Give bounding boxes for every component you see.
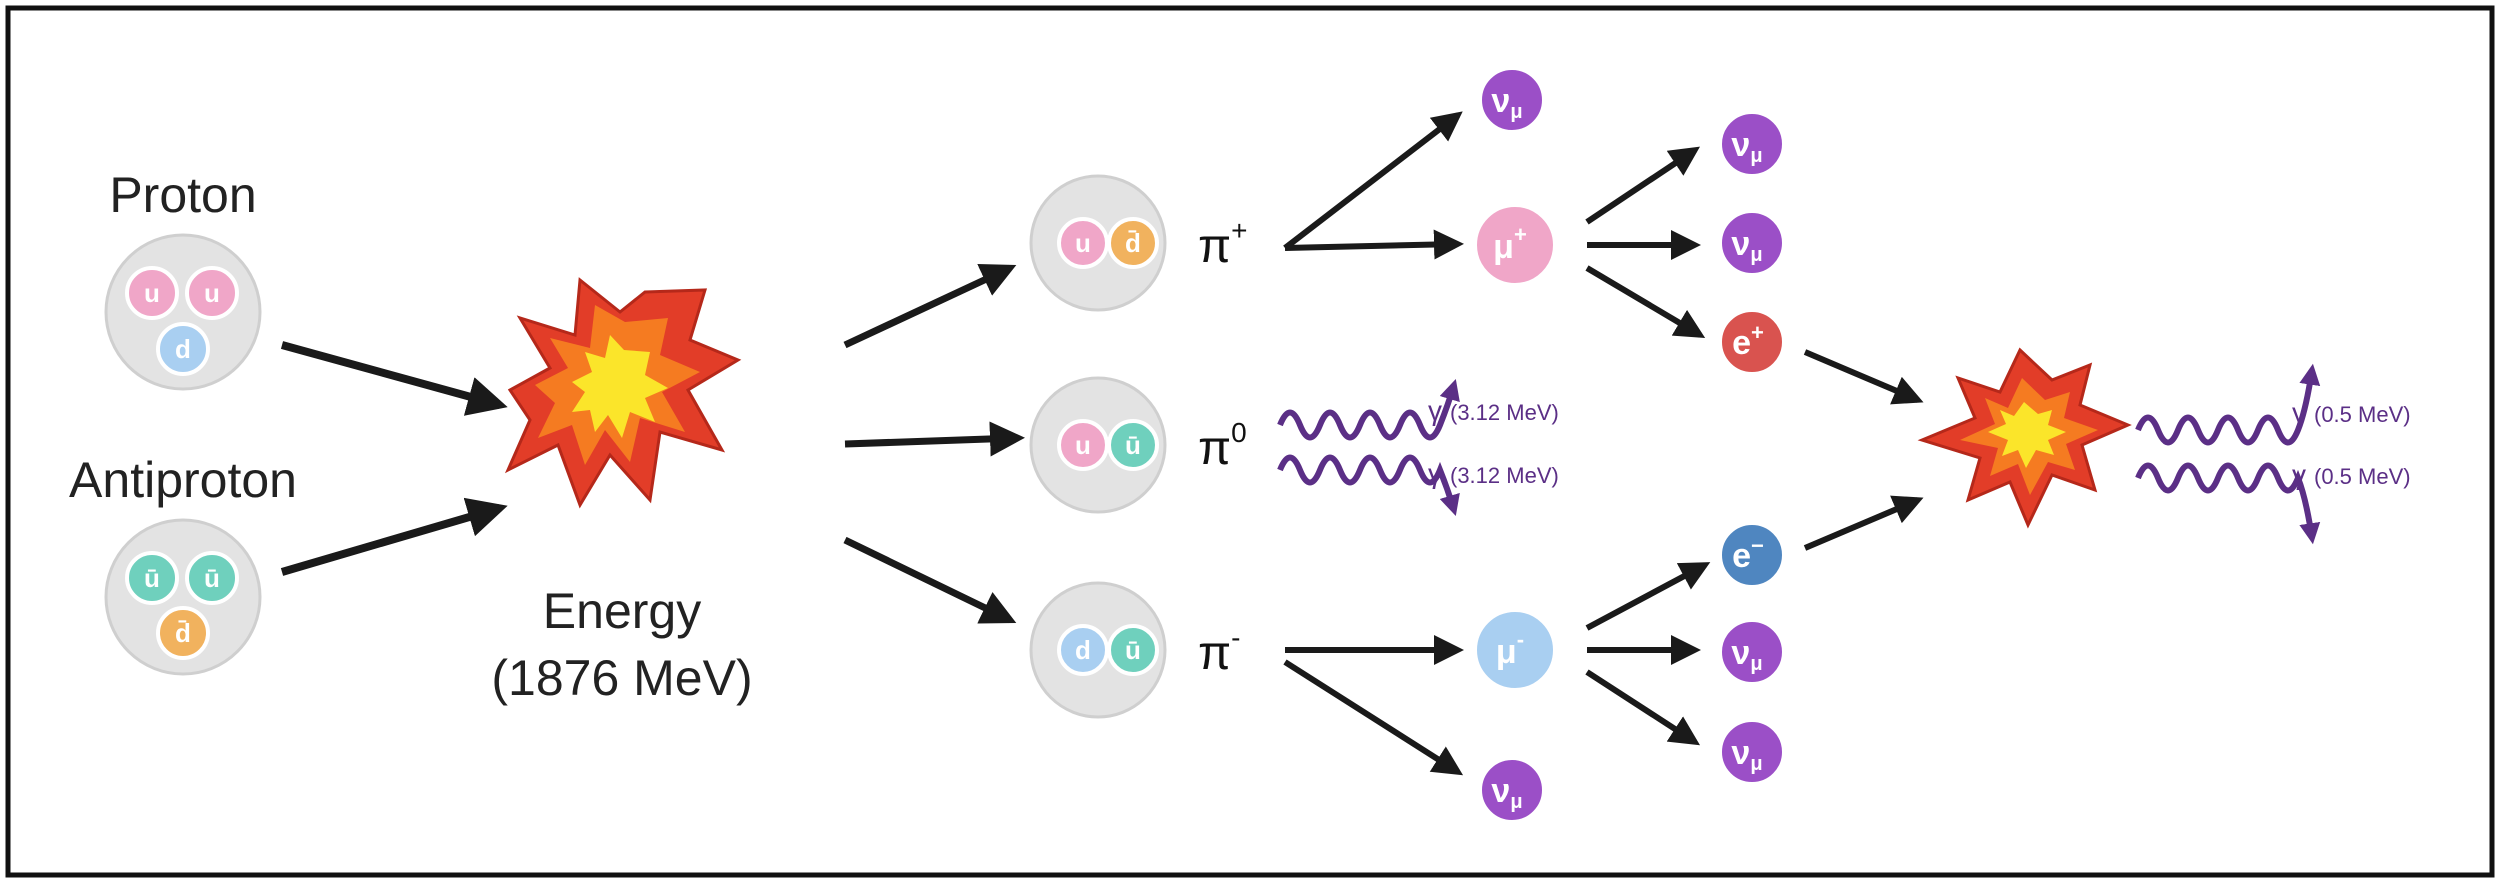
quark-d-bar (1107, 217, 1159, 269)
quark-u: u (125, 266, 179, 320)
quark-d-bar: d̄ (156, 606, 210, 660)
svg-text:νμ: νμ (1491, 772, 1522, 813)
pi-minus-label: π- (1198, 622, 1240, 680)
energy-burst-icon (504, 277, 742, 509)
quark-u-bar-label: ū (1125, 430, 1141, 460)
pi-plus-label: π+ (1198, 215, 1247, 273)
arrow-pi-plus-to-muon (1284, 229, 1464, 260)
muon-plus: μ+ (1473, 203, 1557, 287)
svg-text:νμ: νμ (1731, 126, 1762, 167)
antiproton-hadron: ū ū d̄ (104, 518, 262, 676)
muon-neutrino: νμ (1718, 618, 1786, 686)
muon-neutrino: νμ (1478, 756, 1546, 824)
proton-hadron: u u d (104, 233, 262, 391)
svg-text:ū: ū (204, 563, 220, 593)
photon-wave-icon (1277, 454, 1460, 517)
svg-text:u: u (204, 278, 220, 308)
pi-zero-label: π0 (1198, 417, 1247, 475)
quark-u-bar (1107, 419, 1159, 471)
arrow-energy-to-pi-minus (843, 536, 1017, 624)
diagram-frame (5, 5, 2495, 878)
photon-wave-icon (2135, 462, 2321, 545)
quark-u-bar: ū (125, 551, 179, 605)
muon-neutrino: νμ (1478, 66, 1546, 134)
quark-u-bar-label: ū (1125, 635, 1141, 665)
muon-neutrino: νμ (1718, 718, 1786, 786)
arrow-electron-to-annihilation (1803, 495, 1924, 551)
arrow-energy-to-pi-zero (844, 421, 1025, 457)
arrow-energy-to-pi-plus (843, 263, 1017, 349)
proton-label: Proton (109, 167, 256, 223)
arrow-muon-plus-to-neutrino (1585, 146, 1700, 225)
arrow-muon-plus-to-positron (1585, 265, 1706, 339)
photon-wave-icon (1277, 378, 1460, 441)
arrow-pi-minus-to-neutrino (1283, 659, 1464, 776)
svg-text:νμ: νμ (1731, 634, 1762, 675)
svg-text:νμ: νμ (1491, 82, 1522, 123)
quark-u-bar: ū (185, 551, 239, 605)
svg-text:νμ: νμ (1731, 225, 1762, 266)
arrow-pi-plus-to-neutrino (1283, 111, 1463, 251)
muon-neutrino: νμ (1718, 209, 1786, 277)
svg-text:d̄: d̄ (175, 618, 191, 648)
quark-u-bar (1107, 624, 1159, 676)
electron: e− (1718, 521, 1786, 589)
arrow-positron-to-annihilation (1803, 349, 1924, 405)
gamma-label-annihilation-1: γ(0.5 MeV) (2292, 397, 2411, 428)
quark-d-bar-label: d̄ (1125, 228, 1141, 258)
arrow-antiproton-to-energy (280, 497, 508, 576)
quark-u: u (185, 266, 239, 320)
antiproton-label: Antiproton (69, 452, 297, 508)
gamma-label-pi0-2: γ(3.12 MeV) (1428, 458, 1559, 489)
svg-text:ū: ū (144, 563, 160, 593)
svg-text:e−: e− (1732, 533, 1764, 575)
svg-text:u: u (144, 278, 160, 308)
gamma-label-pi0-1: γ(3.12 MeV) (1428, 395, 1559, 426)
gamma-label-annihilation-2: γ(0.5 MeV) (2292, 459, 2411, 490)
svg-text:νμ: νμ (1731, 734, 1762, 775)
muon-neutrino: νμ (1718, 110, 1786, 178)
arrow-muon-minus-to-neutrino (1585, 669, 1701, 746)
svg-text:e+: e+ (1732, 320, 1764, 362)
svg-text:μ+: μ+ (1493, 222, 1527, 266)
pi-minus-hadron: d ū (1029, 581, 1167, 719)
arrow-muon-minus-to-electron (1585, 562, 1711, 631)
pi-plus-hadron: u d̄ (1029, 174, 1167, 312)
svg-text:d: d (175, 334, 191, 364)
arrow-proton-to-energy (280, 341, 508, 416)
energy-value: (1876 MeV) (491, 650, 752, 706)
positron: e+ (1718, 308, 1786, 376)
quark-d: d (156, 322, 210, 376)
annihilation-burst-icon (1917, 347, 2132, 529)
energy-label: Energy (543, 583, 701, 639)
svg-text:μ-: μ- (1496, 627, 1524, 671)
photon-wave-icon (2135, 363, 2321, 446)
quark-u-label: u (1075, 430, 1091, 460)
pi-zero-hadron: u ū (1029, 376, 1167, 514)
muon-minus: μ- (1473, 608, 1557, 692)
quark-u-label: u (1075, 228, 1091, 258)
quark-d-label: d (1075, 635, 1091, 665)
